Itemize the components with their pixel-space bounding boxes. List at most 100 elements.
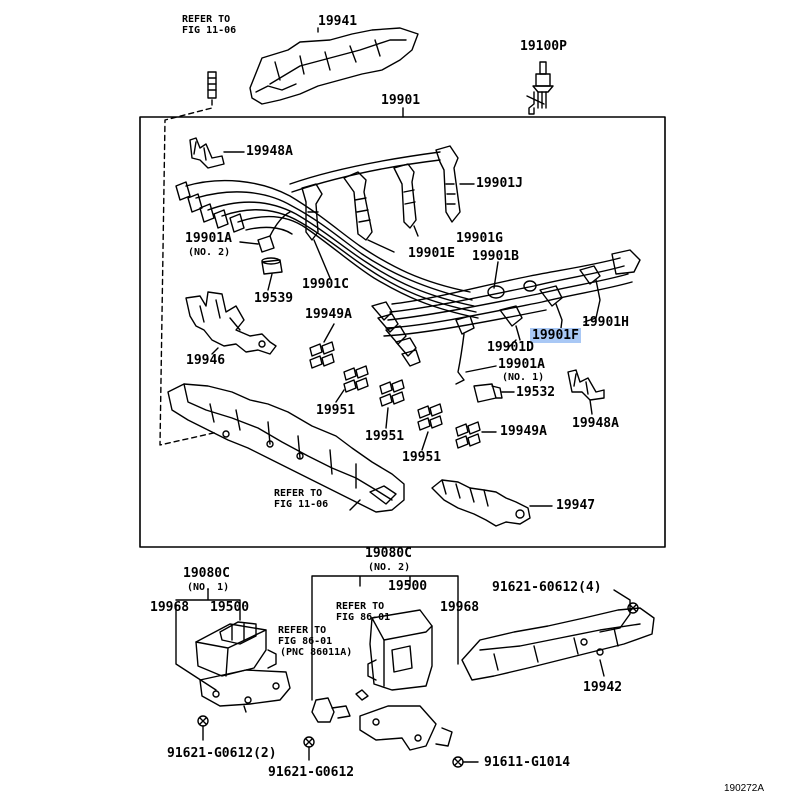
part-19080c-no2[interactable]: 19080C (365, 546, 412, 561)
part-19901e[interactable]: 19901E (408, 246, 455, 261)
cable-cover-icon (167, 383, 405, 513)
dashed-ref-line (159, 99, 219, 446)
clip-19951-c-icon (417, 403, 443, 431)
ignition-cable-bundle-left-icon (175, 179, 479, 319)
part-19901h[interactable]: 19901H (582, 315, 629, 330)
leader-19080c-no1 (175, 589, 241, 621)
part-19901[interactable]: 19901 (381, 93, 421, 108)
part-19941[interactable]: 19941 (318, 14, 358, 29)
igniter-19500-right-icon (367, 609, 433, 691)
clamp-19948a-top-icon (189, 137, 225, 169)
bolt-91621-g0612-left-icon (197, 715, 209, 741)
part-19539[interactable]: 19539 (254, 291, 294, 306)
igniter-bracket-19968-left-icon (199, 669, 291, 713)
leader-19901b (493, 261, 499, 289)
refer-mid-line1: REFER TO (274, 488, 323, 499)
leader-19901a-no2 (239, 241, 259, 245)
part-19080c-no1[interactable]: 19080C (183, 566, 230, 581)
refer-fig86a-line2: FIG 86-01 (278, 636, 333, 647)
leader-19951-c (421, 431, 429, 451)
bolt-91611-g1014-icon (452, 756, 479, 768)
label-no2: (NO. 2) (188, 247, 231, 258)
part-19532[interactable]: 19532 (516, 385, 556, 400)
part-91621-g0612-2[interactable]: 91621-G0612(2) (167, 746, 277, 761)
part-19901a-no1[interactable]: 19901A (498, 357, 545, 372)
part-19968-right[interactable]: 19968 (440, 600, 480, 615)
cable-clamp-19901a-no2-icon (257, 211, 291, 253)
connector-19532-icon (473, 383, 503, 403)
leader-19080c-no2 (311, 575, 459, 701)
leader-19901c (313, 239, 331, 279)
part-91621-g0612[interactable]: 91621-G0612 (268, 765, 355, 780)
plug-boots-19901-icon (371, 301, 421, 367)
ignition-cable-bundle-right-icon (383, 249, 641, 385)
label-no1: (NO. 1) (502, 372, 545, 383)
part-91621-60612-4[interactable]: 91621-60612(4) (492, 580, 602, 595)
coil-cable-boots-icon (301, 163, 417, 241)
sensor-86011a-icon (311, 697, 351, 723)
leader-19901g (413, 225, 419, 237)
leader-19948a-right (589, 399, 593, 415)
part-19901d[interactable]: 19901D (487, 340, 534, 355)
refer-top-line1: REFER TO (182, 14, 231, 25)
refer-top-line2: FIG 11-06 (182, 25, 237, 36)
refer-mid-line2: FIG 11-06 (274, 499, 329, 510)
nut-icon (355, 689, 369, 701)
part-91611-g1014[interactable]: 91611-G1014 (484, 755, 571, 770)
part-19100p[interactable]: 19100P (520, 39, 567, 54)
spark-plug-cover-19942-icon (461, 607, 655, 681)
part-19968-left[interactable]: 19968 (150, 600, 190, 615)
stud-bolt-icon (207, 71, 217, 99)
clip-19949a-left-icon (309, 341, 335, 369)
leader-19942 (599, 659, 605, 677)
part-19901f-highlighted[interactable]: 19901F (530, 328, 581, 343)
spark-plug-icon (526, 61, 554, 115)
leader-cover-ref (349, 499, 361, 511)
leader-19901a-no1 (465, 365, 497, 373)
bolt-91621-g0612-icon (303, 736, 315, 761)
leader-19951-a (335, 389, 345, 403)
part-19947[interactable]: 19947 (556, 498, 596, 513)
part-19951-c[interactable]: 19951 (402, 450, 442, 465)
leader-19951-b (385, 407, 389, 429)
part-19948a-top[interactable]: 19948A (246, 144, 293, 159)
label-no2b: (NO. 2) (368, 562, 411, 573)
coil-cable-19901j-icon (289, 145, 461, 223)
part-19951-b[interactable]: 19951 (365, 429, 405, 444)
bracket-19946-icon (185, 291, 277, 355)
refer-fig86b-line1: REFER TO (336, 601, 385, 612)
clip-19951-b-icon (379, 379, 405, 407)
leader-19901d (507, 339, 517, 349)
part-19500-right[interactable]: 19500 (388, 579, 428, 594)
igniter-19500-left-icon (195, 621, 277, 677)
label-no1b: (NO. 1) (187, 582, 230, 593)
figure-id: 190272A (724, 783, 765, 794)
clip-19951-a-icon (343, 365, 369, 393)
part-19901j[interactable]: 19901J (476, 176, 523, 191)
refer-fig86a-line1: REFER TO (278, 625, 327, 636)
bolt-91621-60612-icon (627, 602, 639, 614)
clamp-19948a-right-icon (567, 369, 605, 401)
part-19901b[interactable]: 19901B (472, 249, 519, 264)
part-19942[interactable]: 19942 (583, 680, 623, 695)
part-19949a-right[interactable]: 19949A (500, 424, 547, 439)
leader-19901e (367, 239, 395, 253)
part-19500-left[interactable]: 19500 (210, 600, 250, 615)
part-19901g[interactable]: 19901G (456, 231, 503, 246)
part-19949a-left[interactable]: 19949A (305, 307, 352, 322)
refer-fig86a-line3: (PNC 86011A) (280, 647, 353, 658)
clip-19949a-right-icon (455, 421, 481, 449)
grommet-19539-icon (261, 257, 283, 275)
refer-fig86b-line2: FIG 86-01 (336, 612, 391, 623)
part-19901c[interactable]: 19901C (302, 277, 349, 292)
leader-19901h (583, 317, 597, 323)
part-19901a-no2[interactable]: 19901A (185, 231, 232, 246)
leader-19949a-left (323, 323, 335, 343)
part-19951-a[interactable]: 19951 (316, 403, 356, 418)
ignition-cover-19941-icon (249, 27, 419, 105)
bracket-19968-right-icon (359, 705, 453, 751)
part-19946[interactable]: 19946 (186, 353, 226, 368)
part-19948a-right[interactable]: 19948A (572, 416, 619, 431)
leader-19968-left (175, 603, 217, 691)
